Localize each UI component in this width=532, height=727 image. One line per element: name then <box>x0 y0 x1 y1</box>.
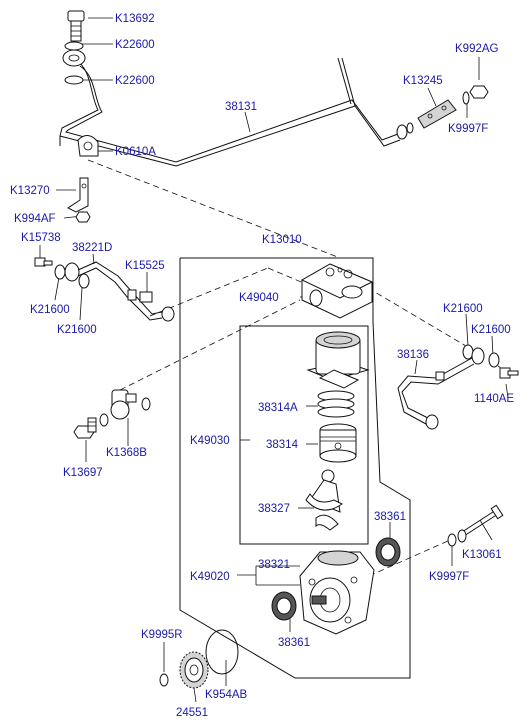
label-k15738[interactable]: K15738 <box>21 232 61 244</box>
label-38131[interactable]: 38131 <box>225 101 257 113</box>
label-k49020[interactable]: K49020 <box>190 571 230 583</box>
gear-24551[interactable] <box>179 651 209 689</box>
washer-k21600-right-a[interactable] <box>462 344 474 360</box>
bearing-38361-upper[interactable] <box>375 537 401 567</box>
nut-k992ag[interactable] <box>469 85 489 99</box>
connecting-rod-38327[interactable] <box>305 469 343 531</box>
washer-k9997f-upper[interactable] <box>462 91 470 105</box>
label-k21600-right-a[interactable]: K21600 <box>443 303 483 315</box>
washer-k22600-lower[interactable] <box>64 75 84 85</box>
label-38327[interactable]: 38327 <box>258 503 290 515</box>
bolt-k15738[interactable] <box>34 257 53 267</box>
dashed-assembly-lines <box>87 159 507 581</box>
label-38314[interactable]: 38314 <box>266 439 299 451</box>
label-38361-upper[interactable]: 38361 <box>374 511 406 523</box>
label-24551[interactable]: 24551 <box>176 707 208 719</box>
washer-left-fitting[interactable] <box>141 397 151 411</box>
label-k13692[interactable]: K13692 <box>115 13 155 25</box>
washer-k1368b[interactable] <box>99 413 109 427</box>
label-k1368b[interactable]: K1368B <box>106 447 147 459</box>
piston-38314[interactable] <box>319 423 357 463</box>
label-k49040[interactable]: K49040 <box>239 292 279 304</box>
label-k21600-right-b[interactable]: K21600 <box>471 324 511 336</box>
washer-k9995r[interactable] <box>159 673 169 687</box>
oil-line-38136[interactable] <box>397 347 485 430</box>
washer-k21600-right-b[interactable] <box>488 352 500 368</box>
label-k22600-lower[interactable]: K22600 <box>115 75 155 87</box>
label-k9995r[interactable]: K9995R <box>141 629 183 641</box>
cylinder-head-k49040[interactable] <box>300 263 374 319</box>
label-38136[interactable]: 38136 <box>397 349 429 361</box>
piston-rings-38314a[interactable] <box>317 390 355 418</box>
label-38314a[interactable]: 38314A <box>258 402 298 414</box>
label-k13010[interactable]: K13010 <box>262 234 302 246</box>
banjo-fitting-k1368b[interactable] <box>110 389 137 420</box>
cylinder-liner[interactable] <box>306 331 370 389</box>
washer-k9997f-lower[interactable] <box>447 533 457 547</box>
label-38361-lower[interactable]: 38361 <box>278 637 310 649</box>
banjo-fitting[interactable] <box>62 49 86 67</box>
label-k992ag[interactable]: K992AG <box>455 43 499 55</box>
label-k0610a[interactable]: K0610A <box>115 146 156 158</box>
bracket-k13245[interactable] <box>417 99 457 129</box>
label-k9997f-lower[interactable]: K9997F <box>429 571 469 583</box>
clamp-k0610a[interactable] <box>77 135 99 157</box>
label-38221d[interactable]: 38221D <box>72 242 112 254</box>
compressor-outline <box>179 257 411 679</box>
bracket-k13270[interactable] <box>67 177 89 213</box>
pipe-fitting-upper-right[interactable] <box>396 122 414 140</box>
crankcase-k49020[interactable] <box>299 550 375 635</box>
oring-k954ab[interactable] <box>205 629 239 675</box>
label-k9997f-upper[interactable]: K9997F <box>448 123 488 135</box>
label-k22600-upper[interactable]: K22600 <box>115 39 155 51</box>
label-k954ab[interactable]: K954AB <box>205 689 248 701</box>
bolt-1140ae[interactable] <box>499 367 519 379</box>
bolt-k13061[interactable] <box>457 504 504 543</box>
bolt-k13697[interactable] <box>73 417 97 439</box>
label-k13270[interactable]: K13270 <box>10 185 50 197</box>
label-k13061[interactable]: K13061 <box>462 549 502 561</box>
washer-k21600-left-a[interactable] <box>54 264 66 280</box>
washer-k22600-upper[interactable] <box>64 41 84 51</box>
label-k21600-left-b[interactable]: K21600 <box>57 324 97 336</box>
oil-line-38131[interactable] <box>59 57 401 167</box>
fitting-k15525[interactable] <box>127 289 153 303</box>
oil-line-38221d[interactable] <box>64 261 175 322</box>
nut-k994af[interactable] <box>75 211 91 223</box>
washer-k21600-left-b[interactable] <box>78 273 90 289</box>
label-k13697[interactable]: K13697 <box>63 467 103 479</box>
part-labels: K13692 K22600 K22600 K992AG K13245 38131… <box>10 13 514 719</box>
label-k49030[interactable]: K49030 <box>190 435 230 447</box>
label-k994af[interactable]: K994AF <box>14 213 56 225</box>
label-k21600-left-a[interactable]: K21600 <box>30 304 70 316</box>
label-k15525[interactable]: K15525 <box>125 260 165 272</box>
label-k13245[interactable]: K13245 <box>403 75 443 87</box>
bearing-38361-lower[interactable] <box>271 591 297 621</box>
label-38321[interactable]: 38321 <box>258 559 290 571</box>
banjo-bolt-k13692[interactable] <box>67 10 85 42</box>
label-1140ae[interactable]: 1140AE <box>474 393 514 405</box>
